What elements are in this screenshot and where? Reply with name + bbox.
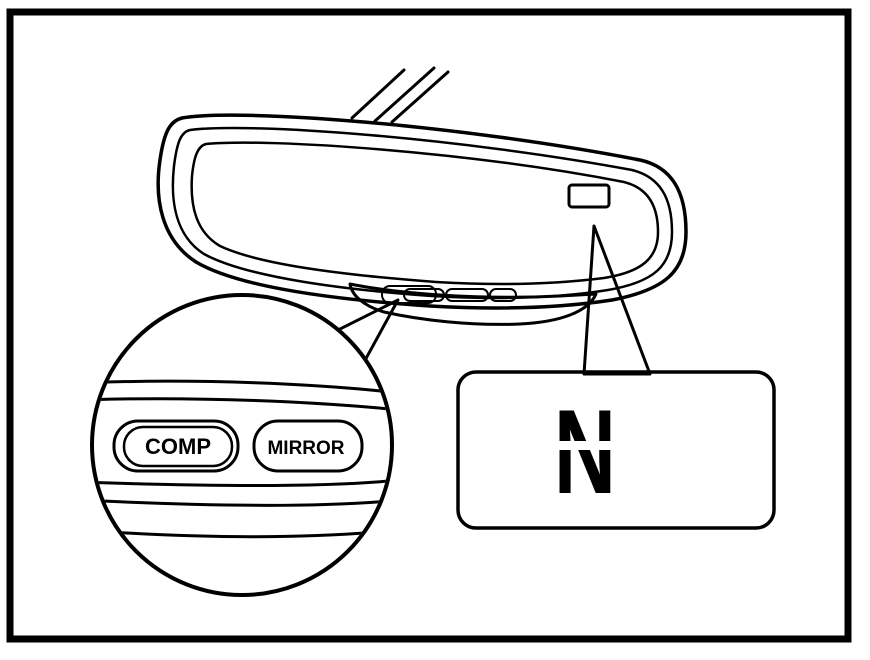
magnifier-pointer — [316, 298, 400, 386]
comp-button[interactable]: COMP — [112, 419, 240, 473]
segment-display-character: N — [554, 385, 616, 519]
mirror-button[interactable]: MIRROR — [252, 419, 364, 473]
segment-gap — [548, 441, 628, 450]
mirror-button-label: MIRROR — [267, 438, 344, 459]
mirror-housing — [156, 113, 688, 326]
mirror-stem — [350, 66, 450, 124]
comp-button-label: COMP — [145, 434, 211, 459]
display-callout-pointer — [582, 224, 652, 376]
mirror-mini-buttons — [381, 285, 517, 304]
button-magnifier — [90, 293, 394, 597]
display-callout: N — [456, 370, 776, 530]
